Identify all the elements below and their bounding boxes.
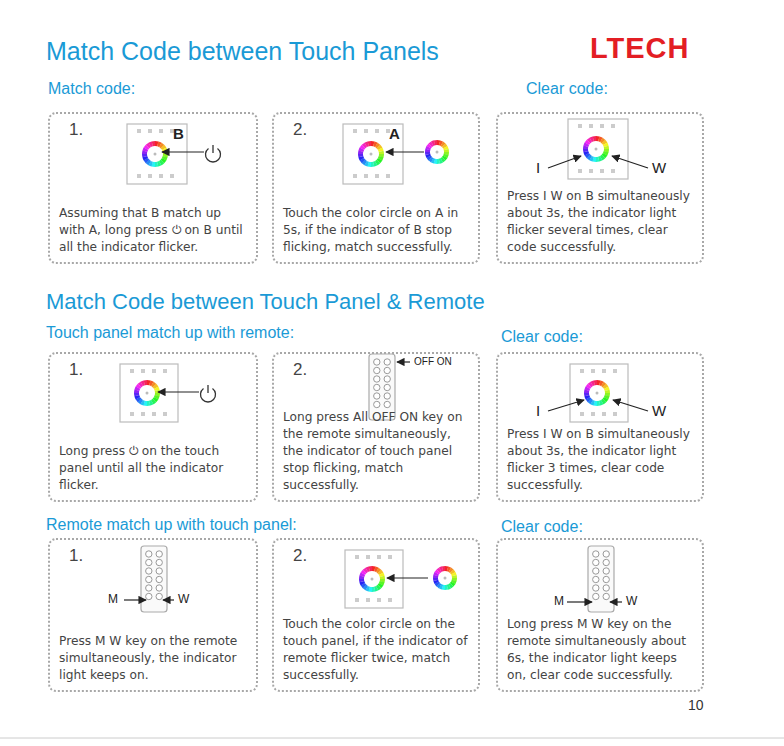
pointer-arrow — [548, 400, 584, 411]
key-letter: W — [178, 593, 189, 606]
pointer-arrow — [548, 156, 581, 168]
color-wheel — [134, 380, 160, 406]
step-description: Long press All OFF ON key on the remote … — [283, 409, 470, 494]
section-heading: Clear code: — [526, 80, 608, 98]
panel-letter: A — [389, 126, 400, 143]
key-letter: M — [108, 593, 118, 606]
step-box: Press I W on B simultaneously about 3s, … — [496, 352, 704, 502]
section-heading: Match code: — [48, 80, 135, 98]
step-number: 1. — [69, 546, 248, 566]
key-letter: I — [536, 160, 540, 177]
step-description: Touch the color circle on A in 5s, if th… — [283, 205, 470, 256]
key-name: OFF ON — [414, 356, 452, 367]
touch-panel — [120, 364, 178, 422]
pointer-arrow — [397, 361, 410, 362]
step-number: 2. — [293, 546, 470, 566]
touch-panel — [127, 124, 187, 184]
page-number: 10 — [688, 698, 704, 713]
step-box: 1. Long press ⏻ on the touch panel until … — [48, 352, 258, 502]
section-heading: Clear code: — [501, 518, 583, 536]
touch-panel — [343, 124, 403, 184]
step-box: 2. Touch the color circle on the touch pa… — [272, 538, 480, 692]
step-description: Touch the color circle on the touch pane… — [283, 616, 470, 684]
step-description: Press M W key on the remote simultaneous… — [59, 633, 248, 684]
footer-rule — [0, 738, 784, 739]
pointer-arrow — [386, 151, 424, 152]
touch-panel — [568, 119, 628, 179]
step-description: Long press ⏻ on the touch panel until al… — [59, 443, 248, 494]
step-number: 2. — [293, 120, 470, 140]
step-box: 1. Press M W key on the remote simultaneo… — [48, 538, 258, 692]
key-letter: W — [652, 403, 666, 420]
step-box: 2. Touch the color circle on A in 5s, if … — [272, 112, 480, 264]
color-wheel — [358, 141, 384, 167]
color-wheel — [583, 136, 609, 162]
touch-panel — [345, 550, 403, 608]
brand-logo: LTECH — [590, 33, 690, 65]
step-box: Press I W on B simultaneously about 3s, … — [496, 112, 704, 264]
step-box: Long press M W key on the remote simulta… — [496, 538, 704, 692]
color-wheel — [425, 140, 449, 164]
pointer-arrow — [610, 601, 622, 602]
key-letter: W — [652, 160, 666, 177]
touch-panel — [570, 364, 628, 422]
pointer-arrow — [567, 601, 592, 602]
power-icon — [201, 385, 216, 402]
step-box: 1. Assuming that B match up with A, long … — [48, 112, 258, 264]
key-letter: I — [536, 403, 540, 420]
pointer-arrow — [158, 391, 199, 392]
section-heading: Remote match up with touch panel: — [46, 516, 297, 534]
page-subtitle: Match Code between Touch Panel & Remote — [46, 290, 485, 314]
power-icon — [206, 145, 221, 162]
color-wheel — [359, 566, 385, 592]
step-box: 2. Long press All OFF ON key on the remot… — [272, 352, 480, 502]
pointer-arrow — [612, 156, 648, 168]
step-description: Long press M W key on the remote simulta… — [507, 616, 694, 684]
remote-control — [141, 546, 167, 612]
panel-letter: B — [173, 126, 184, 143]
section-heading: Clear code: — [501, 328, 583, 346]
color-wheel — [584, 380, 610, 406]
step-number: 1. — [69, 360, 248, 380]
step-number: 1. — [69, 120, 248, 140]
page-title: Match Code between Touch Panels — [46, 38, 439, 66]
pointer-arrow — [613, 400, 648, 411]
step-description: Press I W on B simultaneously about 3s, … — [507, 426, 694, 494]
step-description: Press I W on B simultaneously about 3s, … — [507, 188, 694, 256]
pointer-arrow — [387, 577, 428, 578]
pointer-arrow — [162, 151, 204, 152]
step-description: Assuming that B match up with A, long pr… — [59, 205, 248, 256]
key-letter: M — [554, 595, 564, 608]
section-heading: Touch panel match up with remote: — [46, 324, 294, 342]
color-wheel — [142, 141, 168, 167]
color-wheel — [433, 566, 457, 590]
pointer-arrow — [124, 599, 146, 600]
key-letter: W — [626, 595, 637, 608]
pointer-arrow — [163, 599, 174, 600]
step-number: 2. — [293, 360, 470, 380]
